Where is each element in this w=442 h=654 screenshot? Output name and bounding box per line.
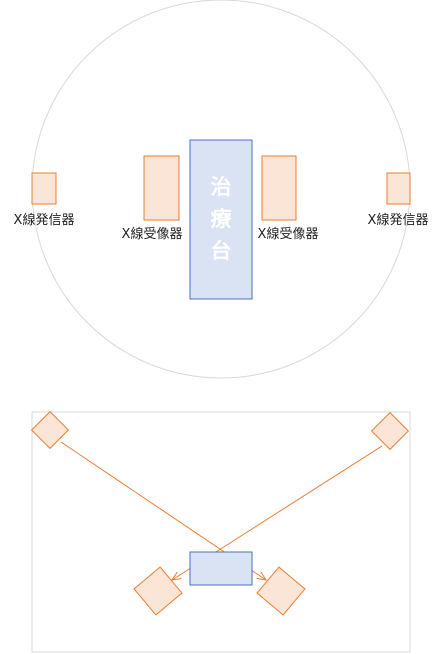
- xray-emitter-left: [31, 172, 57, 205]
- xray-emitter-right-label: X線発信器: [368, 212, 429, 228]
- treatment-table-top: [189, 139, 253, 300]
- treatment-table-label-1: 治: [211, 175, 232, 199]
- xray-emitter-right: [386, 172, 411, 205]
- side-view-frame: [31, 411, 411, 653]
- xray-receiver-left: [143, 155, 180, 221]
- xray-receiver-left-label: X線受像器: [122, 226, 183, 242]
- xray-receiver-right-label: X線受像器: [258, 226, 319, 242]
- xray-emitter-left-side: [30, 410, 70, 450]
- treatment-table-label-3: 台: [211, 239, 232, 263]
- treatment-table-label-2: 療: [211, 207, 233, 231]
- xray-receiver-right-side: [256, 566, 306, 616]
- treatment-table-side: [189, 551, 253, 586]
- xray-receiver-left-side: [133, 566, 183, 616]
- xray-receiver-right: [261, 155, 297, 221]
- xray-emitter-left-label: X線発信器: [14, 212, 75, 228]
- xray-emitter-right-side: [370, 411, 410, 451]
